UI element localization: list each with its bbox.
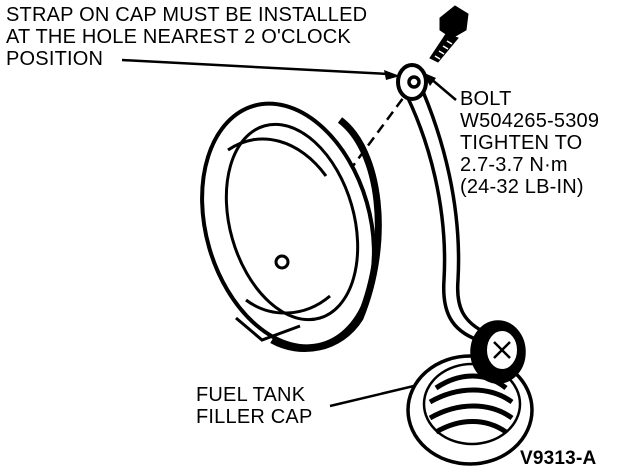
filler-cap-part — [406, 320, 534, 466]
bolt-callout: BOLT W504265-5309 TIGHTEN TO 2.7-3.7 N·m… — [460, 88, 599, 198]
filler-cap-callout: FUEL TANK FILLER CAP — [196, 384, 312, 428]
strap-note-line-3: POSITION — [6, 48, 104, 70]
strap-note-line-2: AT THE HOLE NEAREST 2 O'CLOCK — [6, 26, 351, 48]
strap-note-line-1: STRAP ON CAP MUST BE INSTALLED — [6, 4, 368, 26]
figure-code: V9313-A — [520, 448, 597, 469]
cap-ratchet-spring — [428, 373, 514, 435]
filler-neck-opening — [200, 101, 382, 353]
neck-lower-tab — [235, 316, 301, 342]
neck-thread-1 — [227, 137, 328, 177]
bolt-leader — [429, 77, 457, 101]
strap-install-note: STRAP ON CAP MUST BE INSTALLED AT THE HO… — [6, 4, 367, 70]
bolt-part-number: W504265-5309 — [460, 110, 600, 132]
bolt-torque-metric: 2.7-3.7 N·m — [460, 154, 568, 176]
bolt-part — [429, 5, 469, 63]
strap-hole — [274, 254, 290, 270]
strap-note-leader — [121, 58, 389, 76]
filler-cap-line-1: FUEL TANK — [196, 384, 306, 406]
neck-thread-2 — [245, 294, 331, 315]
filler-cap-line-2: FILLER CAP — [196, 406, 313, 428]
strap-note-arrowhead — [384, 70, 400, 80]
bolt-torque-imperial: (24-32 LB-IN) — [460, 176, 584, 198]
bolt-callout-line-1: BOLT — [460, 88, 512, 110]
strap-eyelet-hole — [407, 75, 421, 89]
bolt-shank — [429, 33, 459, 63]
bolt-callout-line-3: TIGHTEN TO — [460, 132, 583, 154]
cap-handle-cross — [493, 341, 511, 359]
neck-lip-shading — [270, 117, 382, 353]
bolt-head — [439, 5, 469, 39]
